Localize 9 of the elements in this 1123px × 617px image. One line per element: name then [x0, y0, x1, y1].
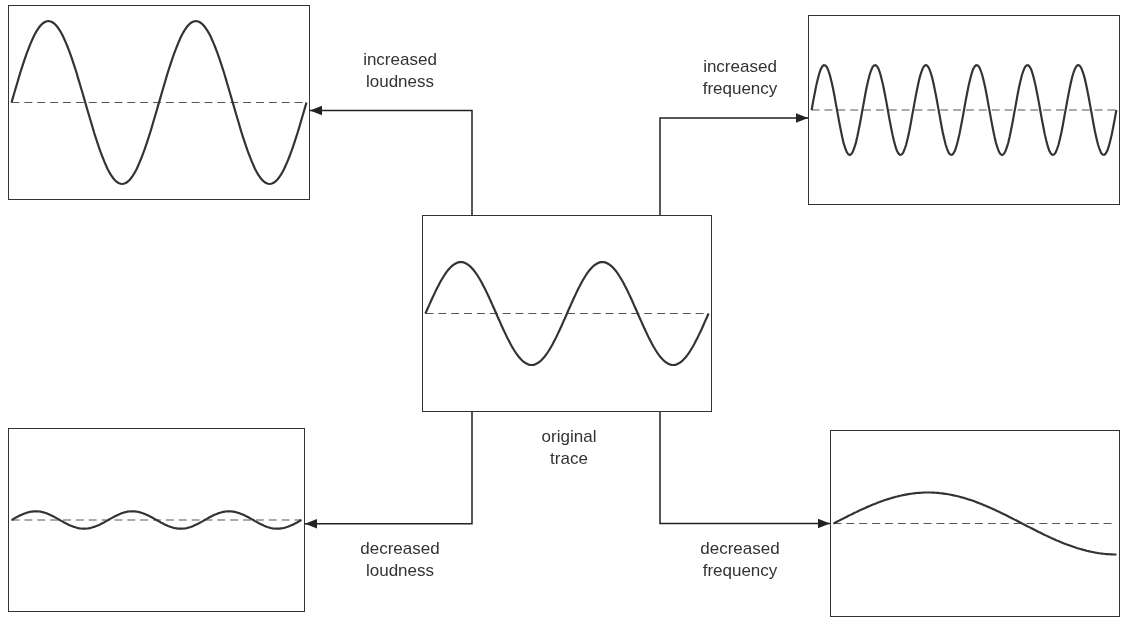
oscilloscope-screen [8, 5, 310, 200]
arrow [304, 411, 473, 529]
oscilloscope-screen [830, 430, 1120, 617]
oscilloscope-screen [808, 15, 1120, 205]
arrow [309, 105, 473, 216]
oscilloscope-screen [422, 215, 712, 412]
arrow [659, 113, 809, 216]
oscilloscope-screen [8, 428, 305, 612]
arrow [659, 411, 831, 529]
